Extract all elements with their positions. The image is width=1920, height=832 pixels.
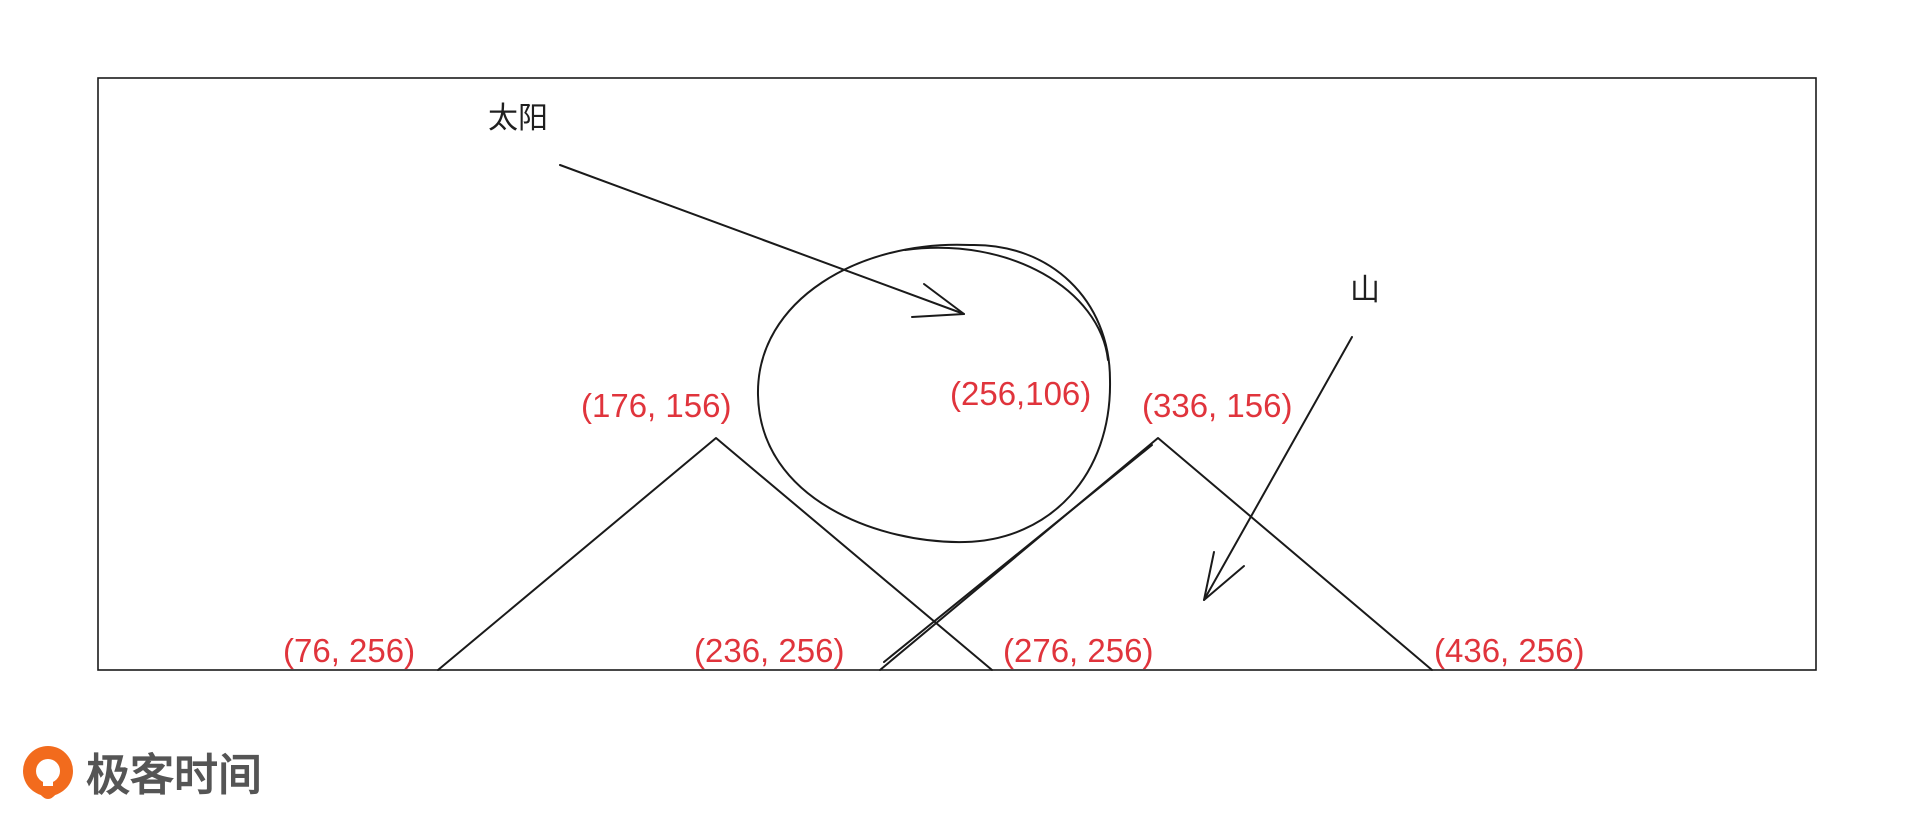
mountain-right-overstroke bbox=[883, 444, 1153, 663]
canvas-frame bbox=[97, 77, 1817, 671]
sun-arrow-line bbox=[559, 164, 965, 315]
coord-peak-right: (336, 156) bbox=[1142, 387, 1293, 424]
sun-circle bbox=[756, 243, 1112, 544]
mountain-arrow-head bbox=[1203, 551, 1245, 601]
geekbang-logo-icon bbox=[23, 746, 73, 799]
sun-arrow-head bbox=[911, 283, 965, 318]
brand-footer: 极客时间 bbox=[20, 744, 262, 808]
mountain-left bbox=[437, 437, 993, 671]
mountain-right bbox=[879, 437, 1433, 671]
mountain-label: 山 bbox=[1350, 273, 1380, 308]
brand-name: 极客时间 bbox=[86, 750, 262, 801]
mountain-arrow-line bbox=[1203, 336, 1353, 601]
coord-base-2: (236, 256) bbox=[694, 632, 845, 669]
coord-sun-center: (256,106) bbox=[950, 375, 1092, 412]
coord-base-1: (76, 256) bbox=[283, 632, 416, 669]
sun-label: 太阳 bbox=[488, 101, 548, 136]
coord-base-4: (436, 256) bbox=[1434, 632, 1585, 669]
coord-peak-left: (176, 156) bbox=[581, 387, 732, 424]
coord-base-3: (276, 256) bbox=[1003, 632, 1154, 669]
sun-circle-overstroke bbox=[904, 246, 1109, 361]
